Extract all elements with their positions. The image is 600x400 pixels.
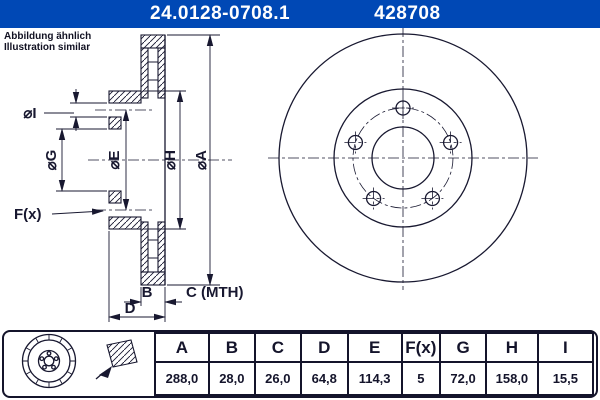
dim-g-extensions (56, 128, 107, 192)
illustration-note-en: Illustration similar (4, 42, 91, 53)
section-flange-bottom (108, 190, 122, 204)
table-header-cell: A (154, 332, 210, 363)
table-value-cell: 26,0 (253, 361, 302, 396)
section-plate-outboard-top (140, 47, 149, 99)
dim-label-a: ⌀A (193, 150, 210, 170)
table-value-cell: 28,0 (207, 361, 256, 396)
table-value-row: 288,0 28,0 26,0 64,8 114,3 5 72,0 158,0 … (154, 361, 595, 396)
dim-label-e: ⌀E (106, 150, 123, 169)
table-value-cell: 15,5 (536, 361, 595, 396)
illustration-note: Abbildung ähnlich Illustration similar (4, 31, 91, 53)
front-view (268, 26, 538, 290)
brake-pad-icon (95, 339, 138, 380)
dim-label-h: ⌀H (162, 150, 179, 170)
icon-canvas (21, 333, 138, 389)
illustration-note-de: Abbildung ähnlich (4, 31, 92, 42)
center-bore-circle (371, 126, 435, 190)
dim-label-i: ⌀I (23, 105, 36, 122)
table-header-row: A B C D E F(x) G H I (154, 332, 595, 363)
table-value-cell: 114,3 (346, 361, 403, 396)
title-bar: 24.0128-0708.1 428708 (0, 0, 600, 28)
table-header-cell: I (536, 332, 595, 363)
cross-section-view: ⌀A ⌀H ⌀E ⌀G ⌀I F(x) B C (MTH) D (14, 34, 243, 322)
section-hat-wall-bottom (108, 216, 142, 230)
brake-disc-icon (21, 333, 77, 389)
table-value-cell: 72,0 (439, 361, 488, 396)
table-header-cell: G (439, 332, 488, 363)
part-number: 24.0128-0708.1 (150, 3, 291, 24)
dim-label-d: D (125, 300, 136, 317)
table-value-cell: 5 (400, 361, 442, 396)
dimension-strip: A B C D E F(x) G H I 288,0 28,0 26,0 64,… (2, 330, 598, 398)
dim-f-leader (51, 208, 104, 215)
section-hat-wall-top (108, 90, 142, 104)
table-header-cell: D (299, 332, 349, 363)
table-header-cell: C (253, 332, 302, 363)
bolt-holes (344, 97, 462, 210)
table-value-cell: 64,8 (299, 361, 349, 396)
dim-label-g: ⌀G (43, 150, 60, 171)
bolt-hole-centermarks (344, 97, 462, 210)
section-plate-outboard-bottom (140, 221, 149, 273)
table-value-cell: 288,0 (154, 361, 210, 396)
section-flange-top (108, 116, 122, 130)
icon-zone (4, 332, 154, 396)
section-plate-inboard-bottom (157, 221, 166, 273)
dim-label-f: F(x) (14, 206, 42, 223)
dim-label-b: B (142, 284, 153, 301)
outer-diameter-circle (278, 33, 528, 283)
section-plate-inboard-top (157, 47, 166, 99)
vent-vane-lines (148, 61, 158, 259)
table-value-cell: 158,0 (485, 361, 539, 396)
section-rim-top (140, 34, 166, 49)
table-header-cell: B (207, 332, 256, 363)
table-header-cell: E (346, 332, 403, 363)
front-view-crosshair (268, 26, 538, 290)
reference-number: 428708 (374, 3, 441, 24)
hat-diameter-circle (333, 88, 473, 228)
dimension-table: A B C D E F(x) G H I 288,0 28,0 26,0 64,… (154, 332, 595, 396)
technical-drawing: ⌀A ⌀H ⌀E ⌀G ⌀I F(x) B C (MTH) D (14, 26, 538, 322)
table-header-cell: H (485, 332, 539, 363)
dim-label-c: C (MTH) (186, 284, 243, 301)
table-header-cell: F(x) (400, 332, 442, 363)
